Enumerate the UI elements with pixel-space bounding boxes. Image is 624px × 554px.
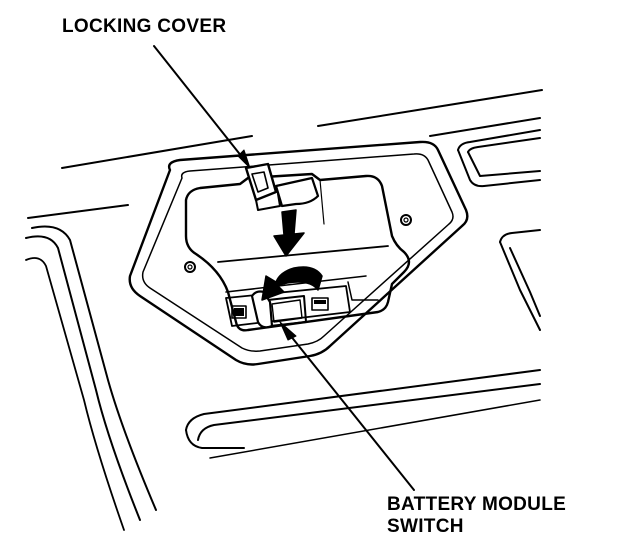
rotate-arrow <box>261 266 323 301</box>
battery-module-switch-label: BATTERY MODULE SWITCH <box>387 494 566 538</box>
right-raised-panels <box>457 129 541 331</box>
recess-opening <box>184 172 411 332</box>
battery-switch-leader-tip <box>279 321 297 341</box>
recess-outer-bezel <box>128 140 469 366</box>
locking-cover-leader-tip <box>237 149 251 169</box>
locking-cover-leader <box>153 45 247 163</box>
battery-module-switch-label-line1: BATTERY MODULE <box>387 494 567 515</box>
panel-edge-lines <box>27 89 543 219</box>
left-curved-trim <box>25 225 157 531</box>
lower-trim-strip <box>185 369 541 459</box>
switch-panel <box>225 285 351 327</box>
mounting-screws <box>184 214 412 273</box>
recess-interior-walls <box>217 179 389 301</box>
push-down-arrow <box>273 209 305 257</box>
recess-inner-bezel <box>141 153 454 352</box>
battery-switch-leader <box>285 329 415 491</box>
battery-module-switch-label-line2: SWITCH <box>387 516 464 537</box>
locking-cover-label: LOCKING COVER <box>62 16 227 37</box>
locking-cover <box>244 162 320 211</box>
battery-module-switch-lever <box>250 290 274 329</box>
